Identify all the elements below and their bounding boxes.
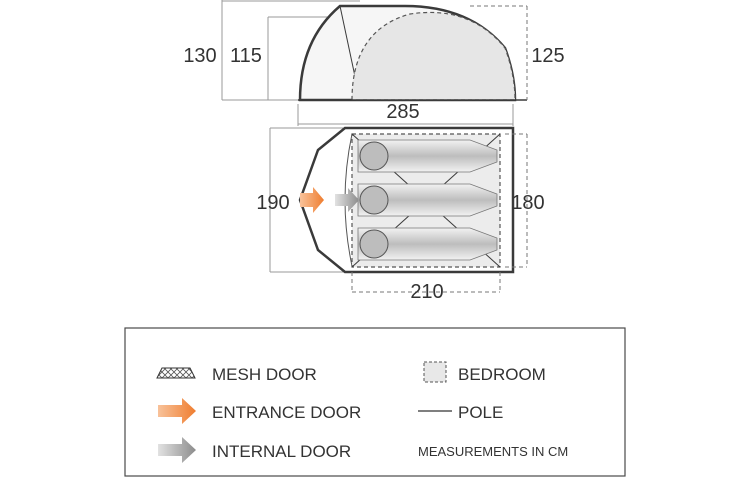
legend-internal-arrow-icon (158, 437, 196, 463)
sleeping-bag (357, 183, 498, 217)
legend-pole: POLE (458, 403, 503, 422)
legend-units: MEASUREMENTS IN CM (418, 444, 568, 459)
entrance-arrow-icon (300, 187, 324, 213)
width-front-label: 190 (256, 192, 289, 214)
legend-mesh-door: MESH DOOR (212, 365, 317, 384)
internal-arrow-icon (335, 188, 359, 212)
bedroom-width-label: 180 (511, 192, 544, 214)
side-total-height-label: 130 (183, 45, 216, 67)
legend-entrance-door: ENTRANCE DOOR (212, 403, 361, 422)
legend-entrance-arrow-icon (158, 398, 196, 424)
side-view: 130 115 125 (183, 0, 565, 102)
legend-bedroom-icon (423, 361, 447, 383)
sleeping-bag (357, 227, 498, 261)
sleeping-bag (357, 139, 498, 173)
side-right-height-label: 125 (531, 45, 564, 67)
mesh-door-icon (156, 367, 196, 379)
legend-bedroom: BEDROOM (458, 365, 546, 384)
floor-plan: 285 190 180 (256, 101, 544, 303)
legend-internal-door: INTERNAL DOOR (212, 442, 351, 461)
legend-box (124, 327, 626, 477)
side-inner-height-label: 115 (230, 45, 262, 67)
bedroom-length-label: 210 (410, 281, 443, 303)
total-length-label: 285 (386, 101, 419, 123)
legend: MESH DOOR ENTRANCE DOOR INTERNAL DOOR BE… (124, 327, 626, 477)
side-inner-tent (351, 11, 516, 101)
